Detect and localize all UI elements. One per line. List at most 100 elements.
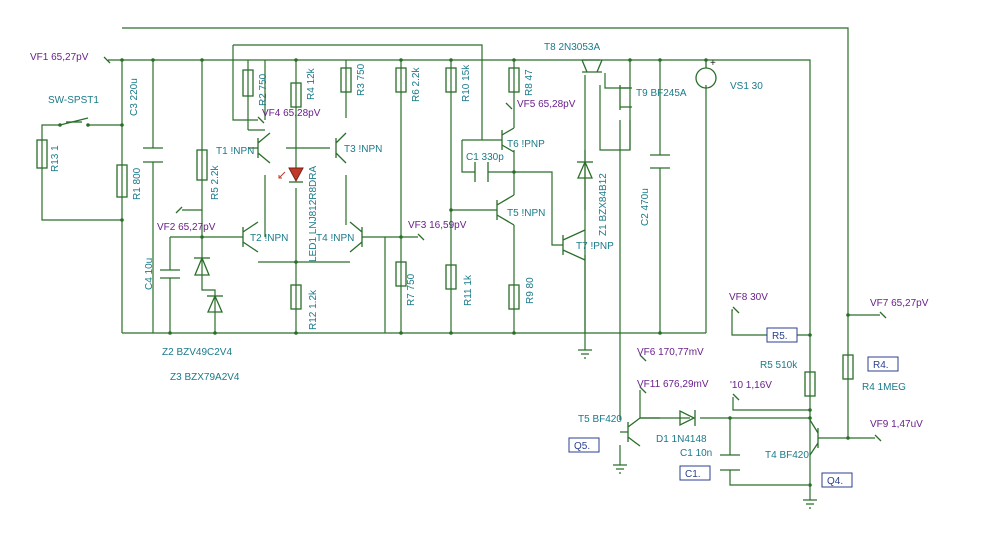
vf2-label: VF2 65,27pV: [157, 222, 216, 233]
t5a-label: T5 !NPN: [507, 208, 545, 219]
components: +: [36, 56, 887, 509]
c1b-label: C1 10n: [680, 448, 712, 459]
r4a-label: R4 12k: [306, 67, 317, 100]
zener-z2: [194, 256, 210, 276]
resistor-r12: [290, 284, 302, 310]
r5b-label: R5 510k: [760, 360, 798, 371]
z3-label: Z3 BZX79A2V4: [170, 372, 240, 383]
c4-label: C4 10u: [144, 258, 155, 290]
r9-label: R9 80: [525, 277, 536, 304]
r8-label: R8 47: [524, 69, 535, 96]
transistor-t2: [242, 221, 259, 253]
zener-z3: [207, 294, 223, 313]
vf8-label: VF8 30V: [729, 292, 768, 303]
vf1-label: VF1 65,27pV: [30, 52, 89, 63]
transistor-t7: [562, 229, 586, 261]
capacitor-c1-10n: [720, 454, 740, 471]
r1-label: R1 800: [132, 167, 143, 200]
r10-label: R10 15k: [461, 64, 472, 102]
transistor-t9: [619, 85, 632, 110]
t3-label: T3 !NPN: [344, 144, 382, 155]
t6-label: T6 !PNP: [507, 139, 545, 150]
t4b-label: T4 BF420: [765, 450, 809, 461]
vf3-label: VF3 16,59pV: [408, 220, 467, 231]
resistor-r5-2k2: [196, 149, 208, 181]
box-c1-label: C1.: [685, 469, 701, 480]
capacitor-c2: [650, 154, 670, 169]
vf9-label: VF9 1,47uV: [870, 419, 923, 430]
diode-d1: [679, 409, 696, 427]
vs1-label: VS1 30: [730, 81, 763, 92]
t1-label: T1 !NPN: [216, 146, 254, 157]
box-r5-label: R5.: [772, 331, 788, 342]
c3-label: C3 220u: [129, 78, 140, 116]
switch-label: SW-SPST1: [48, 95, 99, 106]
switch-spst: [58, 117, 90, 127]
r11-label: R11 1k: [463, 274, 474, 306]
capacitor-c3: [143, 147, 163, 163]
d1-label: D1 1N4148: [656, 434, 707, 445]
transistor-t3: [335, 132, 347, 164]
transistor-t6: [501, 127, 515, 153]
probe-markers: [103, 56, 887, 442]
transistor-t4: [349, 221, 370, 253]
z1-label: Z1 BZX84B12: [598, 173, 609, 236]
junction-dots: [120, 58, 850, 487]
t8-label: T8 2N3053A: [544, 42, 600, 53]
resistor-r5-510k: [804, 371, 816, 397]
vf7-label: VF7 65,27pV: [870, 298, 929, 309]
resistor-r9: [508, 284, 520, 310]
r7-label: R7 750: [406, 273, 417, 306]
vf10-label: '10 1,16V: [730, 380, 772, 391]
wires: [41, 27, 880, 500]
led-lnj812: [278, 167, 304, 183]
box-r4-label: R4.: [873, 360, 889, 371]
t7-label: T7 !PNP: [576, 241, 614, 252]
transistor-t4-bf420: [809, 419, 830, 456]
vf5-label: VF5 65,28pV: [517, 99, 576, 110]
box-q4-label: Q4.: [827, 476, 843, 487]
r5a-label: R5 2.2k: [210, 165, 221, 200]
r2-label: R2 750: [258, 73, 269, 106]
resistor-r6: [395, 67, 407, 93]
c1a-label: C1 330p: [466, 152, 504, 163]
resistor-r4-12k: [290, 82, 302, 108]
t4-label: T4 !NPN: [316, 233, 354, 244]
capacitor-c1-330p: [474, 162, 489, 182]
box-q5-label: Q5.: [574, 441, 590, 452]
resistor-r10: [445, 67, 457, 93]
r13-label: R13 1: [50, 145, 61, 172]
resistor-r11: [445, 264, 457, 290]
vf6-label: VF6 170,77mV: [637, 347, 704, 358]
text-labels: VF1 65,27pV VF2 65,27pV VF3 16,59pV VF4 …: [30, 42, 929, 487]
resistor-r4-1meg: [842, 354, 854, 380]
transistor-t1: [248, 132, 271, 164]
r3-label: R3 750: [356, 63, 367, 96]
r4b-label: R4 1MEG: [862, 382, 906, 393]
resistor-r8: [508, 67, 520, 93]
c2-label: C2 470u: [640, 188, 651, 226]
svg-text:+: +: [710, 58, 716, 69]
transistor-t5-npn: [496, 194, 515, 226]
vf4-label: VF4 65,28pV: [262, 108, 321, 119]
resistor-r1: [116, 164, 128, 198]
transistor-t5-bf420: [620, 417, 641, 447]
resistor-r13: [36, 139, 48, 169]
resistor-r7: [395, 261, 407, 287]
voltage-source-vs1: +: [695, 58, 717, 89]
t9-label: T9 BF245A: [636, 88, 687, 99]
z2-label: Z2 BZV49C2V4: [162, 347, 232, 358]
ground-symbols: [578, 349, 817, 509]
t5b-label: T5 BF420: [578, 414, 622, 425]
label-boxes: [568, 327, 899, 488]
transistor-t8: [581, 59, 603, 73]
vf11-label: VF11 676,29mV: [637, 379, 709, 390]
r6-label: R6 2.2k: [411, 67, 422, 102]
led1-label: LED1 LNJ812R8DRA: [308, 166, 319, 262]
resistor-r3: [340, 67, 352, 93]
resistor-r2: [242, 69, 254, 97]
zener-z1: [577, 160, 593, 179]
t2-label: T2 !NPN: [250, 233, 288, 244]
capacitor-c4: [160, 269, 180, 279]
